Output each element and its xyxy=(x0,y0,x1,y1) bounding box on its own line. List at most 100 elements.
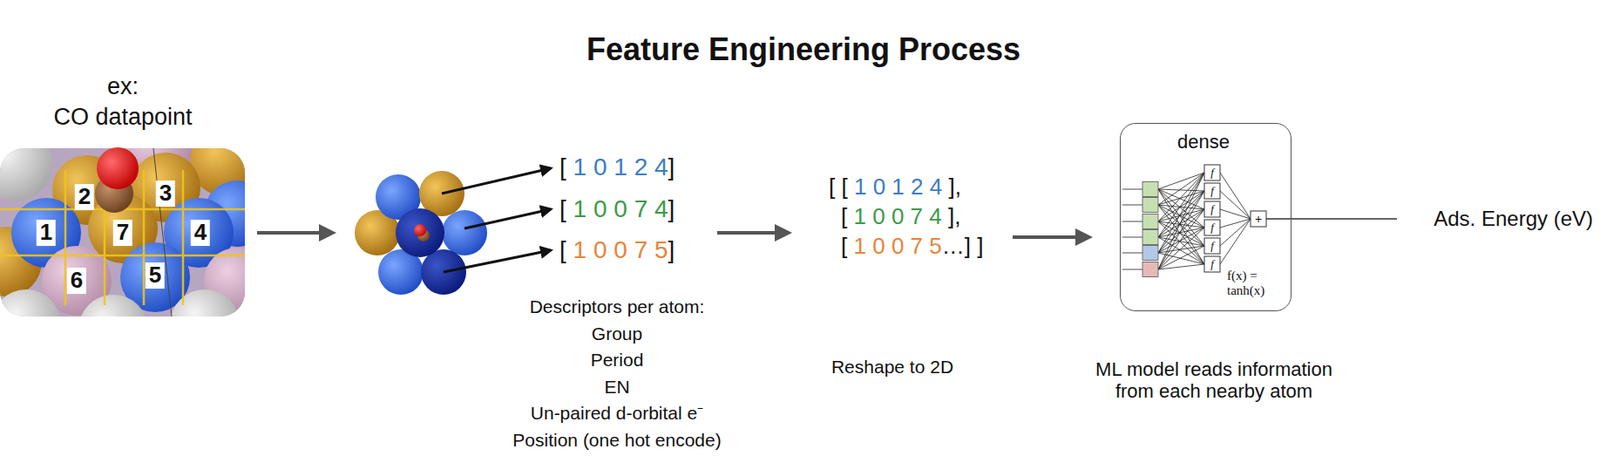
descriptor-item: Position (one hot encode) xyxy=(512,429,721,451)
input-unit xyxy=(1142,230,1159,245)
descriptor-vector: [ 1 0 0 7 4] xyxy=(559,195,675,224)
vector-character: , xyxy=(954,203,961,230)
activation-symbol: f xyxy=(1210,203,1214,217)
network-wire xyxy=(1158,245,1205,270)
descriptor-item: Group xyxy=(591,323,643,345)
network-wire xyxy=(1122,252,1143,254)
vector-character: 0 xyxy=(613,195,628,223)
vector-character xyxy=(847,232,854,259)
vector-character: 0 xyxy=(873,173,886,200)
vector-character: , xyxy=(955,173,962,200)
vector-character xyxy=(627,236,635,264)
hidden-unit xyxy=(1204,164,1221,181)
vector-character: 0 xyxy=(613,236,628,264)
vector-character: 1 xyxy=(853,203,866,230)
descriptor-vector: [ 1 0 0 7 5] xyxy=(559,236,675,265)
vector-character: [ xyxy=(840,232,848,259)
vector-character: [ xyxy=(559,153,567,181)
vector-character: 0 xyxy=(872,203,885,230)
block-title: dense xyxy=(1120,130,1287,153)
vector-character xyxy=(607,195,615,223)
datapoint-label: CO datapoint xyxy=(53,103,192,131)
network-wire xyxy=(1158,189,1205,191)
vector-character xyxy=(627,153,635,181)
output-label: Ads. Energy (eV) xyxy=(1433,206,1594,231)
descriptor-heading: Descriptors per atom: xyxy=(529,296,706,318)
vector-character: [ xyxy=(840,173,848,200)
callout-number: 5 xyxy=(145,262,165,289)
vector-character: 0 xyxy=(593,153,608,181)
matrix-row: [ [ 1 0 1 2 4 ], xyxy=(828,174,962,201)
hidden-unit xyxy=(1204,237,1221,254)
process-arrow xyxy=(1012,235,1090,239)
vector-character xyxy=(647,236,655,264)
network-wire xyxy=(1158,227,1205,238)
vector-character: 1 xyxy=(613,153,628,181)
network-wire xyxy=(1158,172,1205,270)
vector-character: 1 xyxy=(573,195,588,223)
network-wire xyxy=(1122,204,1143,206)
input-unit xyxy=(1142,245,1159,261)
descriptor-item: Un-paired d-orbital e⁻ xyxy=(530,402,704,424)
vector-character xyxy=(607,153,615,181)
vector-character: ] xyxy=(948,203,955,230)
network-wire xyxy=(1158,209,1205,270)
hidden-unit xyxy=(1204,183,1221,199)
network-wire xyxy=(1122,221,1143,223)
vector-character: 0 xyxy=(872,232,885,259)
vector-character xyxy=(922,203,929,230)
callout-number: 7 xyxy=(113,219,133,246)
vector-character xyxy=(586,195,594,223)
network-wire xyxy=(1158,264,1205,270)
atom-cluster xyxy=(354,170,488,295)
vector-character xyxy=(586,153,594,181)
vector-character: ] xyxy=(668,236,676,264)
vector-character: … xyxy=(942,232,965,259)
bond-grid xyxy=(0,169,245,306)
network-wire xyxy=(1158,190,1205,222)
step-caption: Reshape to 2D xyxy=(831,356,954,378)
vector-character xyxy=(566,236,574,264)
hidden-unit xyxy=(1204,201,1221,217)
vector-character xyxy=(885,203,892,230)
example-label: ex: xyxy=(107,73,139,101)
vector-character: [ xyxy=(559,236,567,264)
vector-character: 0 xyxy=(891,203,904,230)
callout-number: 3 xyxy=(155,180,176,207)
input-unit xyxy=(1142,182,1159,197)
model-box: dense f(x) = tanh(x) xyxy=(1119,122,1292,312)
surface-illustration xyxy=(0,148,245,317)
atom xyxy=(78,294,149,317)
vector-character: 0 xyxy=(593,195,608,223)
vector-character xyxy=(866,203,873,230)
network-wire xyxy=(1158,209,1205,253)
vector-character xyxy=(885,232,892,259)
atom xyxy=(441,210,488,256)
network-wire xyxy=(1158,190,1205,270)
descriptor-arrow xyxy=(441,168,551,194)
vector-character: 7 xyxy=(634,236,649,264)
network-wire xyxy=(1158,172,1205,253)
callout-number: 2 xyxy=(74,183,95,211)
network-wire xyxy=(1220,172,1251,219)
vector-character: [ xyxy=(559,195,567,223)
network-wire xyxy=(1158,172,1205,238)
vector-character: 5 xyxy=(928,232,942,259)
vector-character: 1 xyxy=(854,173,867,200)
input-unit xyxy=(1142,262,1159,278)
callout-number: 6 xyxy=(67,267,87,294)
process-arrow xyxy=(257,230,333,235)
step-caption: ML model reads information from each nea… xyxy=(1078,358,1350,403)
activation-formula: f(x) = tanh(x) xyxy=(1227,268,1280,299)
vector-character xyxy=(903,203,910,230)
vector-character: 1 xyxy=(573,153,588,181)
vector-character xyxy=(923,173,930,200)
vector-character xyxy=(904,173,911,200)
vector-character: ] xyxy=(976,232,984,259)
vector-character: [ xyxy=(828,173,835,200)
vector-character: 4 xyxy=(654,153,669,181)
cell-edge xyxy=(153,148,172,317)
vector-character: 1 xyxy=(891,173,904,200)
vector-character: ] xyxy=(964,232,971,259)
